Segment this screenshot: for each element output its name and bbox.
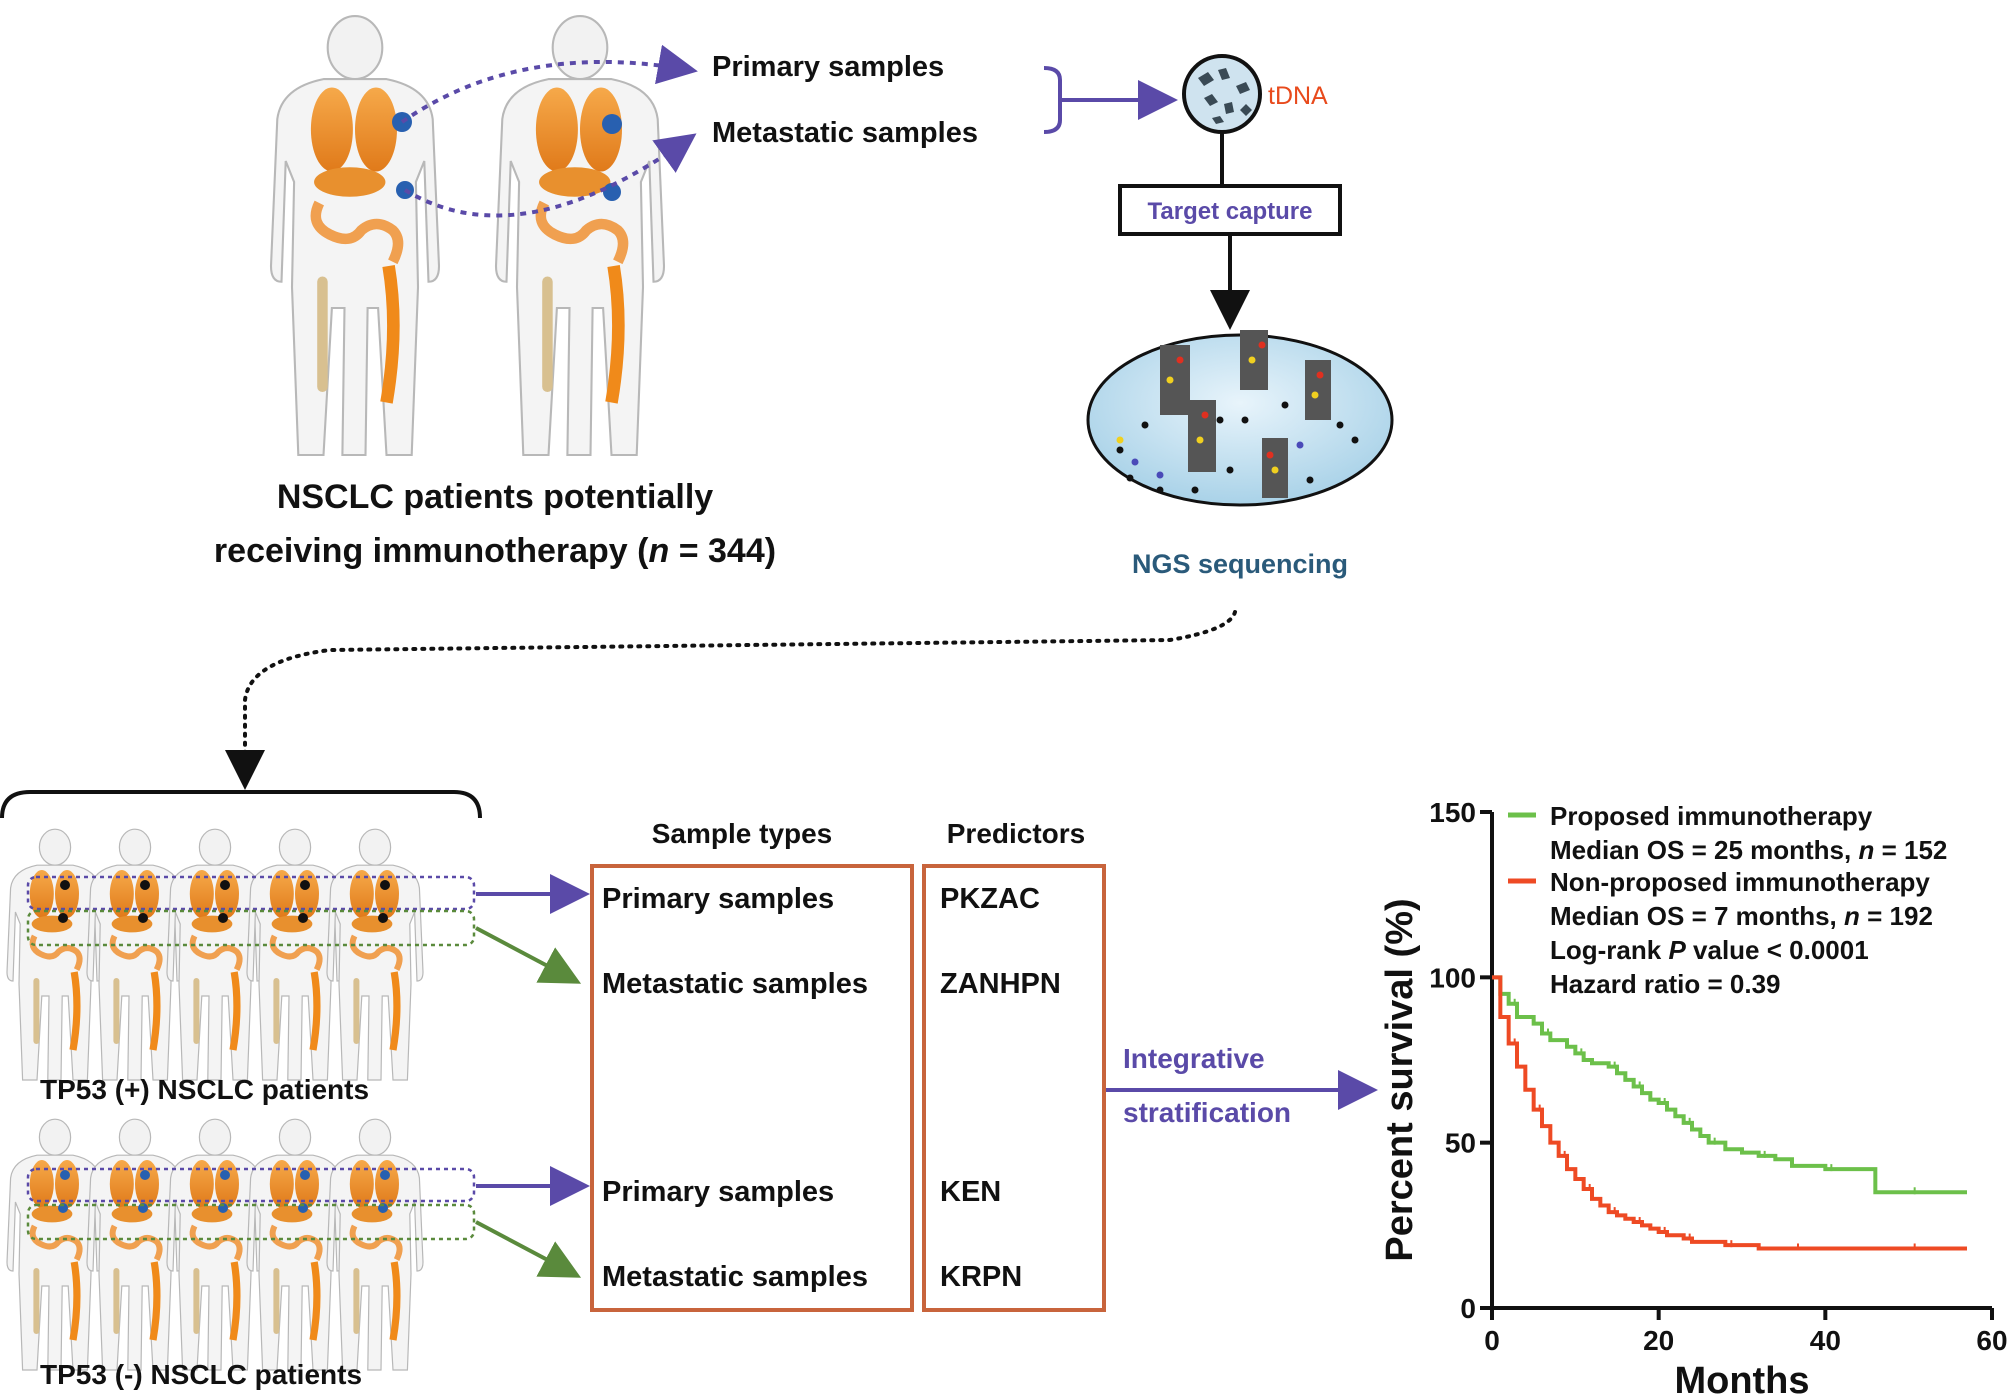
x-tick-label: 20 <box>1643 1325 1674 1356</box>
primary-dotted-arrow <box>400 44 698 124</box>
tumor-metastatic-right <box>603 183 621 201</box>
top-primary-label: Primary samples <box>712 51 944 83</box>
tp53pos-metastatic-box <box>26 909 476 947</box>
tp53-positive-bodies <box>6 828 424 1081</box>
tumor-dot <box>380 880 390 890</box>
tumor-primary-right <box>602 114 622 134</box>
row-predictor: ZANHPN <box>940 968 1061 1000</box>
tdna-circle <box>1182 54 1262 134</box>
tp53-negative-bodies <box>6 1118 424 1371</box>
legend-proposed-stats: Median OS = 25 months, n = 152 <box>1550 835 1947 865</box>
small-patient-body <box>326 828 424 1081</box>
y-tick-label: 100 <box>1429 962 1476 993</box>
dotted-flow-arrow <box>225 610 1237 790</box>
row-predictor: KRPN <box>940 1261 1022 1293</box>
tp53-positive-label: TP53 (+) NSCLC patients <box>40 1074 369 1105</box>
x-tick-label: 60 <box>1976 1325 2007 1356</box>
km-series-line <box>1492 975 1967 1195</box>
row-sample: Metastatic samples <box>602 1261 868 1293</box>
tumor-dot <box>58 913 68 923</box>
tp53neg-metastatic-arrow <box>475 1220 582 1278</box>
samples-bracket <box>1043 66 1062 134</box>
tumor-dot <box>220 880 230 890</box>
tumor-dot <box>60 880 70 890</box>
cohort-line1: NSCLC patients potentially <box>277 478 713 516</box>
metastatic-dotted-arrow <box>403 133 697 218</box>
predictors-header: Predictors <box>947 818 1086 849</box>
ngs-flowcell <box>1086 330 1394 507</box>
small-patient-body <box>326 1118 424 1371</box>
large-body-left <box>269 15 441 457</box>
y-tick-label: 50 <box>1445 1128 1476 1159</box>
legend-logrank: Log-rank P value < 0.0001 <box>1550 935 1869 965</box>
group-bracket <box>0 790 482 819</box>
tumor-dot <box>300 880 310 890</box>
predictors-box <box>922 864 1106 1312</box>
top-metastatic-label: Metastatic samples <box>712 117 978 149</box>
legend-nonproposed: Non-proposed immunotherapy <box>1550 867 1930 897</box>
target-capture-box <box>1118 184 1342 236</box>
legend-proposed: Proposed immunotherapy <box>1550 801 1873 831</box>
y-tick-label: 0 <box>1460 1293 1476 1324</box>
cohort-line2: receiving immunotherapy (n = 344) <box>214 532 776 570</box>
row-predictor: KEN <box>940 1176 1001 1208</box>
tumor-dot <box>218 913 228 923</box>
tumor-dot <box>378 913 388 923</box>
y-axis-title: Percent survival (%) <box>1379 898 1421 1261</box>
y-tick-label: 150 <box>1429 797 1476 828</box>
integrative-line1: Integrative <box>1123 1043 1265 1074</box>
sample-types-box <box>590 864 914 1312</box>
row-predictor: PKZAC <box>940 883 1040 915</box>
tumor-dot <box>60 1170 70 1180</box>
target-capture-label: Target capture <box>1148 198 1313 225</box>
row-sample: Metastatic samples <box>602 968 868 1000</box>
tp53pos-metastatic-arrow <box>475 926 582 984</box>
legend-hazard: Hazard ratio = 0.39 <box>1550 969 1781 999</box>
tumor-dot <box>298 913 308 923</box>
tumor-dot <box>220 1170 230 1180</box>
ngs-label: NGS sequencing <box>1132 549 1348 579</box>
x-tick-label: 0 <box>1484 1325 1500 1356</box>
row-sample: Primary samples <box>602 1176 834 1208</box>
tp53-negative-label: TP53 (-) NSCLC patients <box>40 1359 362 1390</box>
tumor-dot <box>140 880 150 890</box>
km-series-line <box>1492 975 1967 1251</box>
row-sample: Primary samples <box>602 883 834 915</box>
tp53neg-metastatic-box <box>26 1203 476 1241</box>
tumor-dot <box>300 1170 310 1180</box>
integrative-line2: stratification <box>1123 1097 1291 1128</box>
large-body-right <box>494 15 666 457</box>
sample-types-header: Sample types <box>652 818 833 849</box>
x-tick-label: 40 <box>1810 1325 1841 1356</box>
tumor-dot <box>380 1170 390 1180</box>
tumor-dot <box>140 1170 150 1180</box>
tdna-label: tDNA <box>1268 82 1328 110</box>
tumor-dot <box>138 913 148 923</box>
tp53neg-primary-box <box>26 1167 476 1203</box>
x-axis-title: Months <box>1674 1360 1809 1399</box>
legend-nonproposed-stats: Median OS = 7 months, n = 192 <box>1550 901 1933 931</box>
tp53pos-primary-box <box>26 875 476 911</box>
